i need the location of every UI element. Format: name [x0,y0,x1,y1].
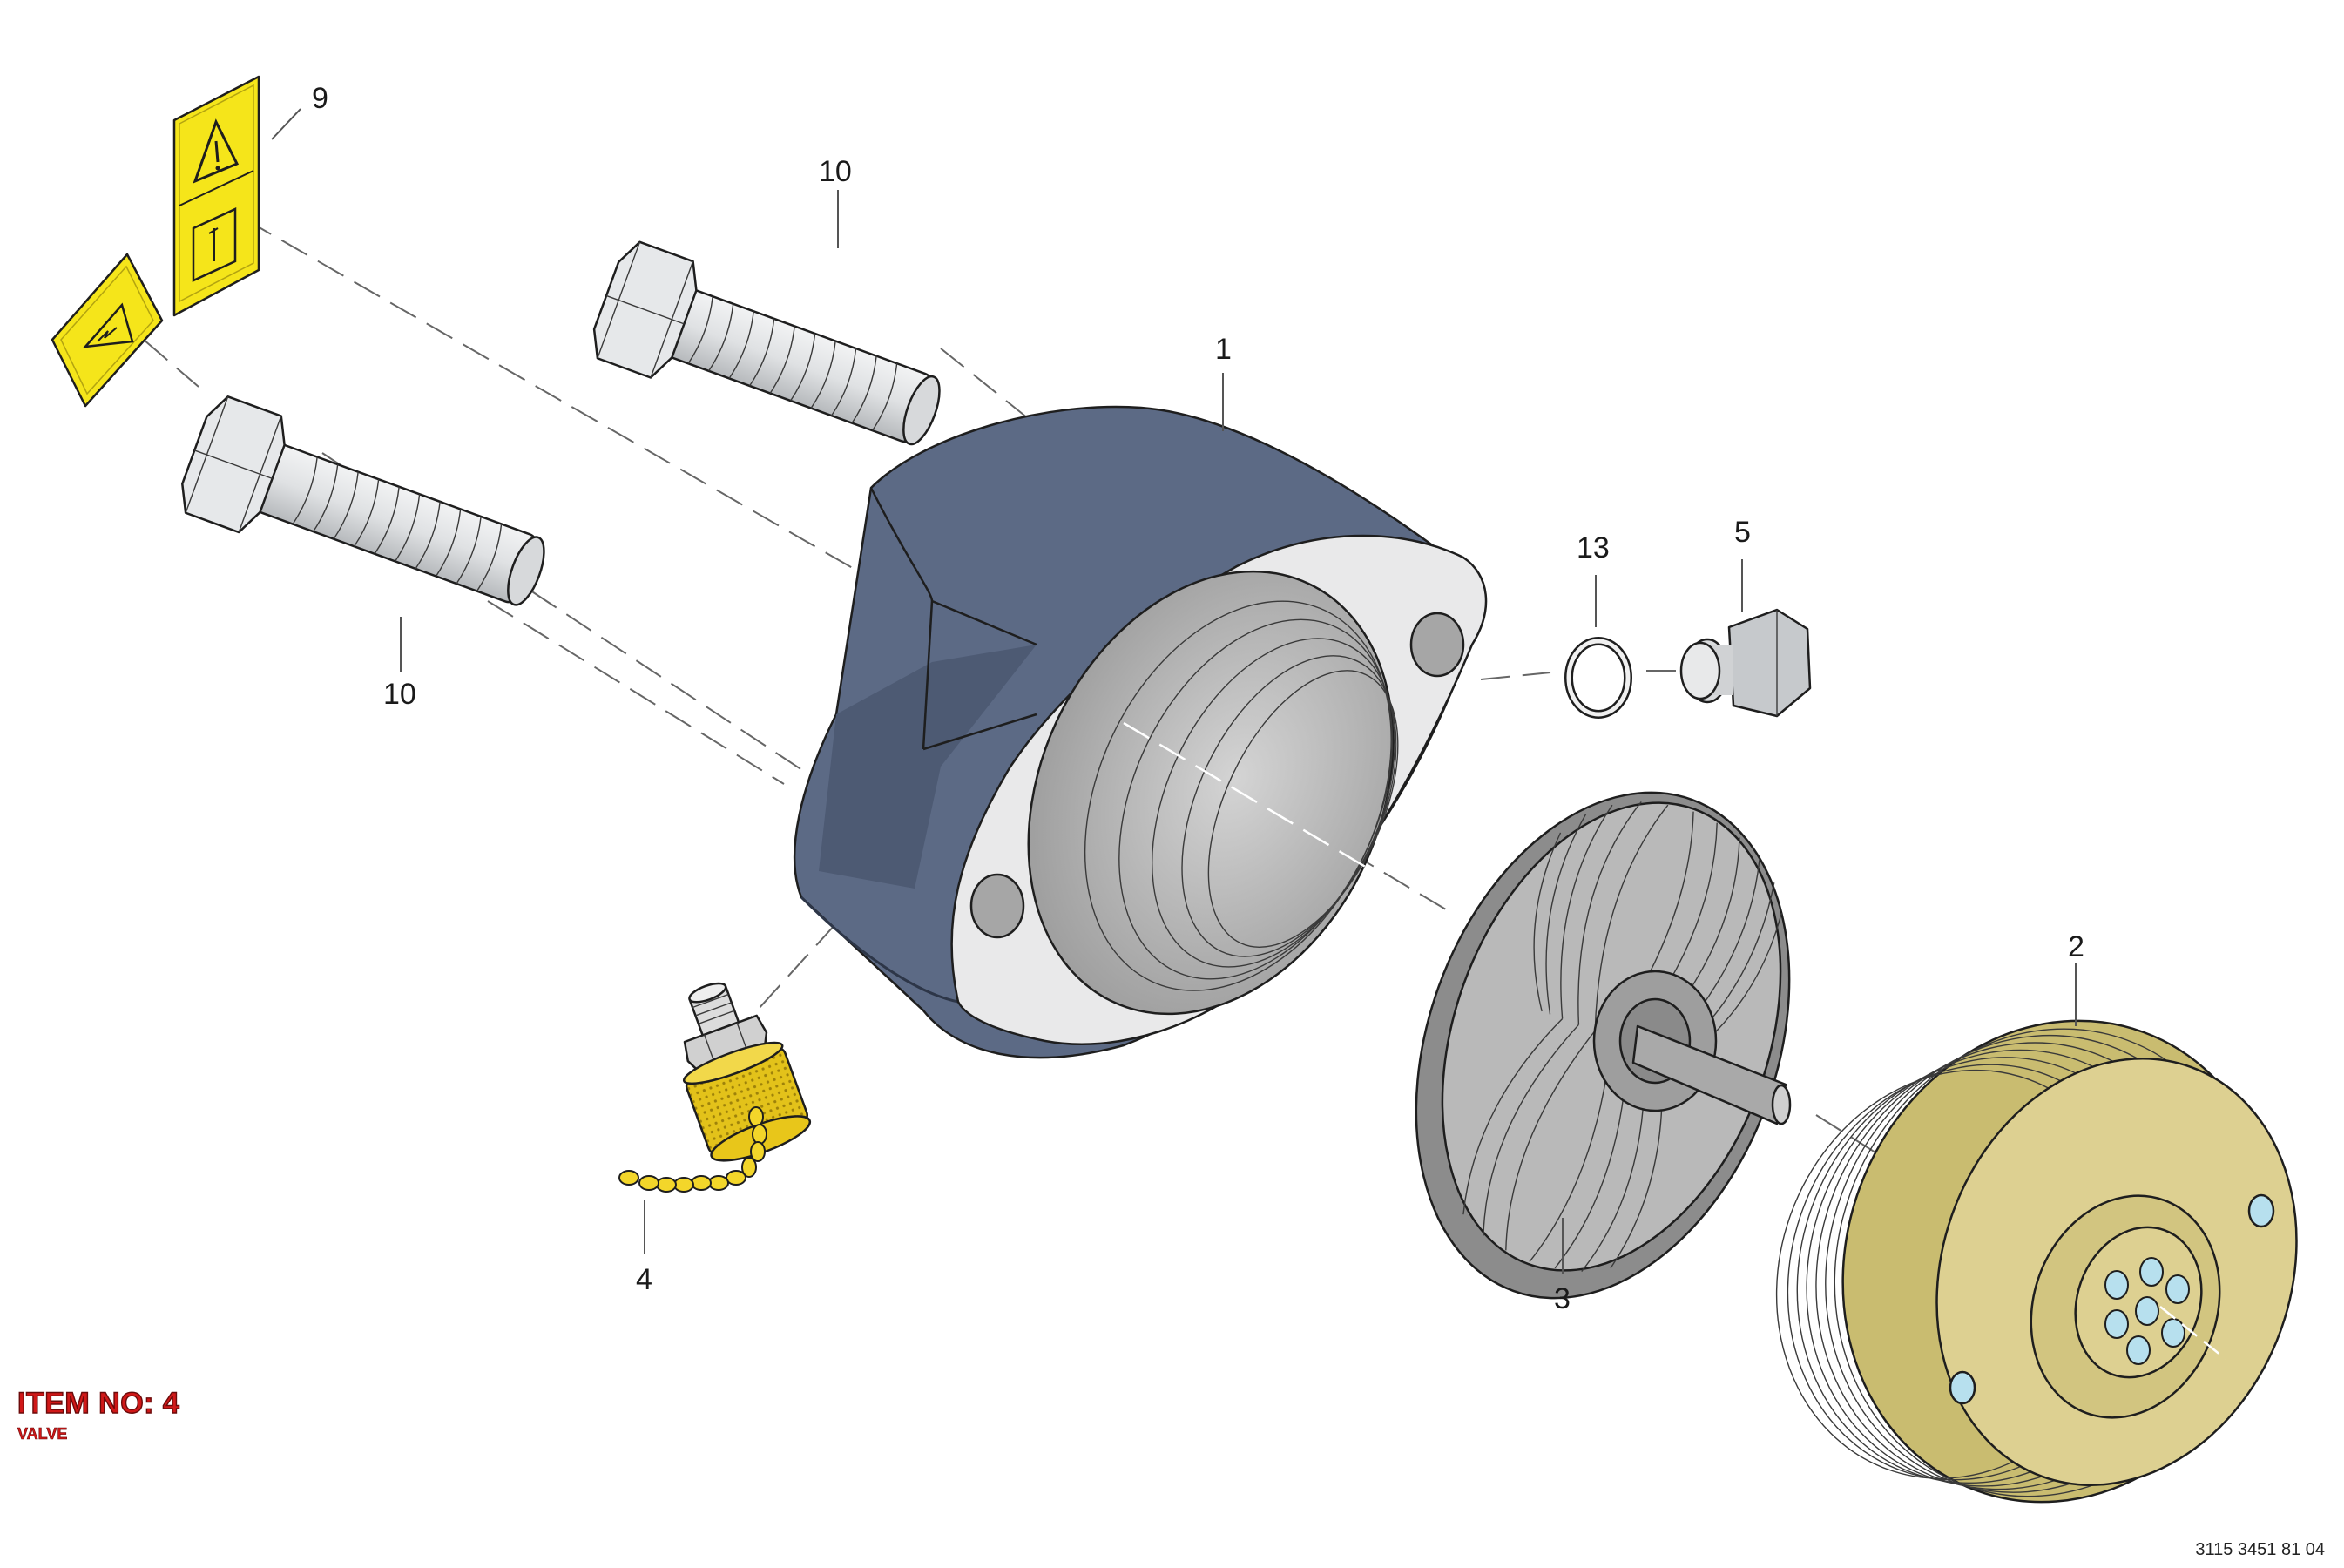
callout-4: 4 [636,1263,652,1296]
callout-9: 9 [312,82,328,115]
warning-decal-small [51,253,164,408]
operator-manual-icon [192,207,237,282]
leader-lines [271,108,2077,1274]
flange-housing [793,405,1488,1059]
callout-10-bottom: 10 [383,678,416,711]
warning-triangle-icon [193,118,240,184]
cover-bolt-hole-top [2247,1193,2275,1228]
flange-bolt-hole-right [1409,612,1465,678]
valve-chain [618,1106,767,1193]
callout-5: 5 [1734,516,1751,549]
housing-bore [1027,570,1395,1016]
callout-3: 3 [1554,1282,1571,1315]
bolt-top [592,240,941,446]
callout-1: 1 [1215,333,1232,366]
cover-bolt-hole-bottom [1949,1370,1976,1405]
callout-13: 13 [1577,531,1610,564]
item-name: VALVE [17,1425,68,1443]
o-ring [1564,637,1632,719]
cover-vent-holes [2104,1257,2190,1365]
plug [1679,608,1812,718]
flange-bolt-hole-left [969,873,1025,939]
diaphragm-cover [1775,1019,2298,1504]
diaphragm [1415,791,1792,1300]
document-number: 3115 3451 81 04 [2195,1540,2325,1559]
bolt-bottom [181,395,545,606]
callout-2: 2 [2068,930,2084,963]
electric-hazard-icon [82,302,134,348]
callout-labels: 1 2 3 4 5 9 10 10 13 [312,82,2084,1315]
callout-10-top: 10 [819,155,852,188]
warning-decal-large [172,75,260,317]
item-number-title: ITEM NO: 4 [17,1386,180,1420]
valve [618,982,812,1193]
